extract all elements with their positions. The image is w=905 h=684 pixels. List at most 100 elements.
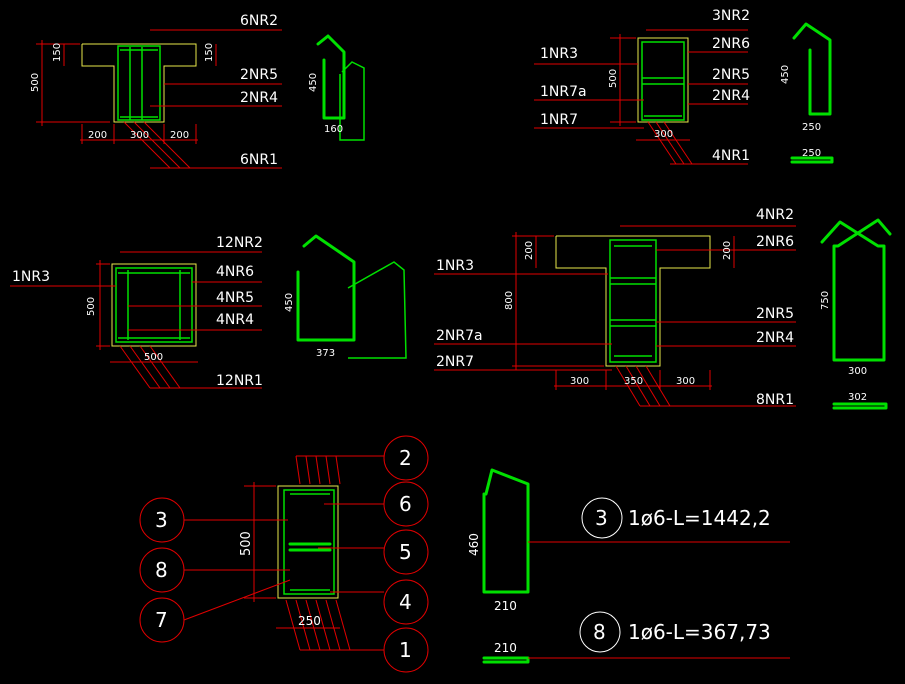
bubble-5-label: 5	[399, 540, 412, 564]
dim-200: 200	[88, 130, 107, 141]
label-2NR5: 2NR5	[756, 306, 794, 322]
bubble-8	[139, 547, 185, 593]
stirrup-160: 160	[324, 124, 343, 135]
dim-200: 200	[722, 241, 733, 260]
dim-500: 500	[144, 352, 163, 363]
label-1NR7: 1NR7	[540, 112, 578, 128]
bubble-2	[383, 435, 429, 481]
section-5-tie-shape	[482, 656, 530, 664]
label-3NR2: 3NR2	[712, 8, 750, 24]
callout-8-circle	[579, 611, 621, 653]
dim-300: 300	[570, 376, 589, 387]
label-12NR1: 12NR1	[216, 373, 263, 389]
label-4NR2: 4NR2	[756, 207, 794, 223]
section-2-outline	[637, 37, 689, 123]
callout-3-circle	[581, 497, 623, 539]
bubble-7-label: 7	[155, 608, 168, 632]
label-4NR1: 4NR1	[712, 148, 750, 164]
label-8NR1: 8NR1	[756, 392, 794, 408]
stirrup-450: 450	[284, 293, 295, 312]
section-1-outline	[81, 43, 197, 123]
callout-3-number: 3	[595, 506, 608, 530]
section-5-stirrup	[283, 489, 335, 595]
stirrup-210: 210	[494, 599, 517, 613]
dim-800: 800	[504, 291, 515, 310]
section-3: 12NR2 1NR3 4NR6 4NR5 4NR4 12NR1 500 500 …	[10, 234, 407, 389]
section-1-stirrup	[117, 45, 161, 121]
bubble-4-label: 4	[399, 590, 412, 614]
section-4-outline	[555, 235, 711, 367]
section-1: 6NR2 2NR5 2NR4 6NR1 500 150 150 200 300 …	[30, 13, 365, 169]
callout-8-number: 8	[593, 620, 606, 644]
label-4NR5: 4NR5	[216, 290, 254, 306]
callout-8-text: 1ø6-L=367,73	[628, 620, 771, 644]
bubble-8-label: 8	[155, 558, 168, 582]
label-2NR7a: 2NR7a	[436, 328, 483, 344]
tie-250: 250	[802, 148, 821, 159]
bubble-1-label: 1	[399, 638, 412, 662]
label-1NR3: 1NR3	[540, 46, 578, 62]
bubble-5	[383, 529, 429, 575]
stirrup-450: 450	[308, 73, 319, 92]
section-5: 2 6 5 4 1 3 8 7 500 250 460 210 210 3 8 …	[139, 435, 790, 673]
section-3-stirrup-shape	[296, 234, 356, 342]
label-6NR2: 6NR2	[240, 13, 278, 29]
dim-200: 200	[170, 130, 189, 141]
tie-210: 210	[494, 641, 517, 655]
dim-150: 150	[204, 43, 215, 62]
section-2-tie-shape	[790, 156, 834, 164]
dim-250: 250	[298, 614, 321, 628]
dim-500: 500	[30, 73, 41, 92]
stirrup-750: 750	[820, 291, 831, 310]
section-4-tie-shape	[832, 402, 888, 410]
label-2NR7: 2NR7	[436, 354, 474, 370]
dim-300: 300	[654, 129, 673, 140]
bubble-7	[139, 597, 185, 643]
section-1-stirrup-shape	[316, 34, 346, 120]
dim-500: 500	[239, 531, 254, 556]
label-6NR1: 6NR1	[240, 152, 278, 168]
label-2NR5: 2NR5	[712, 67, 750, 83]
stirrup-300: 300	[848, 366, 867, 377]
callout-3-text: 1ø6-L=1442,2	[628, 506, 771, 530]
section-2: 3NR2 1NR3 2NR6 2NR5 1NR7a 2NR4 1NR7 4NR1…	[534, 8, 834, 165]
label-4NR6: 4NR6	[216, 264, 254, 280]
section-5-stirrup-shape	[482, 468, 530, 594]
dim-500: 500	[86, 297, 97, 316]
stirrup-373: 373	[316, 348, 335, 359]
label-2NR6: 2NR6	[756, 234, 794, 250]
section-1-stirrup-shape	[339, 61, 365, 141]
dim-300: 300	[130, 130, 149, 141]
section-5-outline	[277, 485, 339, 599]
label-12NR2: 12NR2	[216, 235, 263, 251]
bubble-3	[139, 497, 185, 543]
section-4-stirrup	[609, 239, 657, 363]
section-4-stirrup-shape	[820, 218, 892, 362]
section-2-stirrup	[641, 41, 685, 121]
bubble-4	[383, 579, 429, 625]
bubble-2-label: 2	[399, 446, 412, 470]
bubble-1	[383, 627, 429, 673]
dim-500: 500	[608, 69, 619, 88]
label-1NR3: 1NR3	[12, 269, 50, 285]
section-3-outline	[111, 263, 197, 347]
label-2NR4: 2NR4	[712, 88, 750, 104]
bubble-3-label: 3	[155, 508, 168, 532]
section-4: 4NR2 2NR6 1NR3 2NR5 2NR7a 2NR4 2NR7 8NR1…	[434, 207, 892, 410]
tie-302: 302	[848, 392, 867, 403]
section-3-stirrup	[115, 267, 193, 343]
dim-350: 350	[624, 376, 643, 387]
label-4NR4: 4NR4	[216, 312, 254, 328]
stirrup-250: 250	[802, 122, 821, 133]
label-2NR4: 2NR4	[756, 330, 794, 346]
dim-300: 300	[676, 376, 695, 387]
stirrup-450: 450	[780, 65, 791, 84]
bubble-6	[383, 481, 429, 527]
section-2-stirrup-shape	[792, 22, 832, 116]
label-2NR6: 2NR6	[712, 36, 750, 52]
dim-200: 200	[524, 241, 535, 260]
label-1NR7a: 1NR7a	[540, 84, 587, 100]
stirrup-460: 460	[467, 533, 481, 556]
section-3-stirrup-shape	[347, 261, 407, 359]
